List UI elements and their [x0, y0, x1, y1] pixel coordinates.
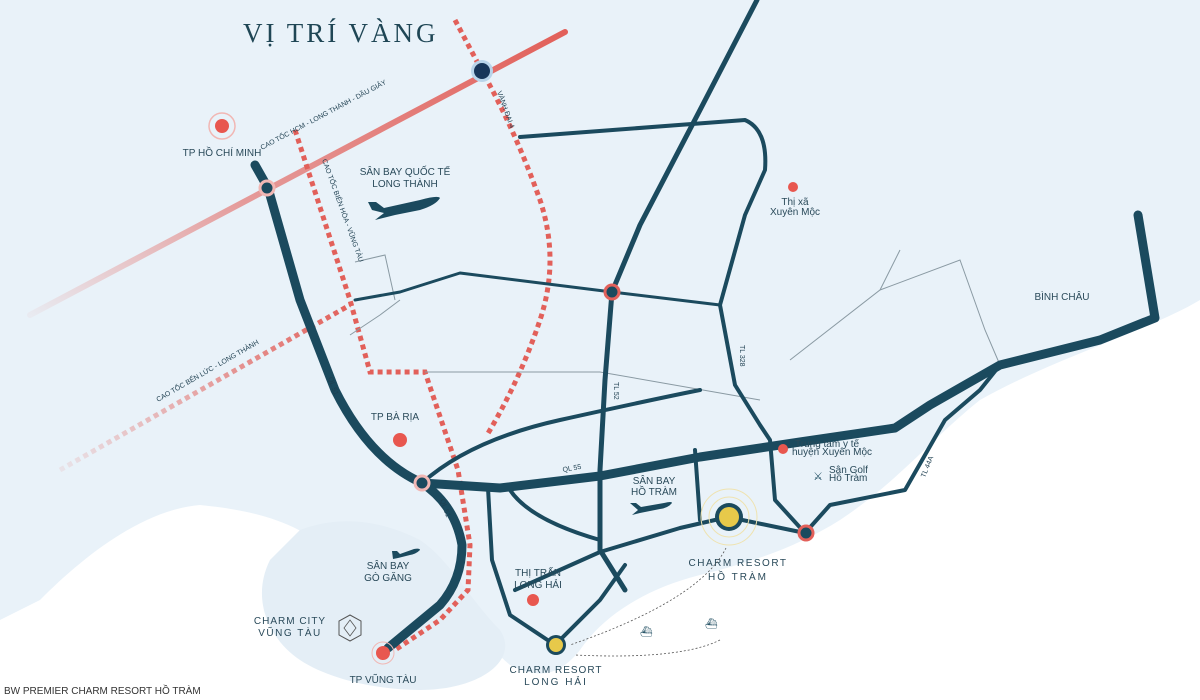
golf-icon: ⚔ [813, 471, 823, 483]
place-golf: ⚔ Sân Golf Hồ Tràm [813, 465, 868, 484]
boat-icon: ⛴ [705, 618, 718, 630]
charm-city-logo-icon [338, 614, 362, 642]
expressway-bienhoa-vungtau [292, 129, 473, 653]
place-long-hai: THỊ TRẤN LONG HẢI [514, 566, 562, 606]
place-hcm: TP HỒ CHÍ MINH [183, 112, 262, 159]
svg-text:SÂN BAY QUỐC TẾ: SÂN BAY QUỐC TẾ [360, 164, 451, 178]
place-charm-resort-longhai: CHARM RESORT LONG HẢI [510, 635, 603, 688]
place-charm-resort-hotram: CHARM RESORT HỒ TRÀM [689, 488, 788, 583]
svg-text:Xuyên Mộc: Xuyên Mộc [770, 207, 820, 218]
road-network [250, 0, 1160, 653]
resort-logo-icon [549, 638, 563, 652]
svg-text:HỒ TRÀM: HỒ TRÀM [708, 570, 768, 583]
boat-icon: ⛴ [640, 626, 653, 638]
sea-route [569, 547, 727, 657]
svg-text:TP VŨNG TÀU: TP VŨNG TÀU [350, 673, 417, 686]
ring-road-4 [452, 18, 553, 437]
svg-text:Hồ Tràm: Hồ Tràm [829, 472, 867, 484]
junction-nodes [258, 60, 815, 542]
place-airport-gogang: SÂN BAY GÒ GĂNG [364, 548, 420, 584]
svg-text:Trung tâm y tế: Trung tâm y tế [795, 438, 860, 450]
svg-text:SÂN BAY: SÂN BAY [633, 474, 676, 487]
svg-text:CHARM RESORT: CHARM RESORT [510, 665, 603, 676]
airplane-icon [392, 548, 420, 559]
svg-text:HỒ TRÀM: HỒ TRÀM [631, 485, 677, 498]
place-ba-ria: TP BÀ RỊA [371, 410, 419, 447]
svg-text:THỊ TRẤN: THỊ TRẤN [515, 566, 561, 579]
svg-text:LONG THÀNH: LONG THÀNH [372, 177, 437, 190]
place-charm-city: CHARM CITY VŨNG TÀU [254, 614, 362, 642]
svg-text:CHARM CITY: CHARM CITY [254, 616, 326, 627]
svg-text:TP BÀ RỊA: TP BÀ RỊA [371, 410, 419, 423]
land-area [0, 0, 1200, 674]
airplane-icon [368, 196, 440, 220]
svg-text:LONG HẢI: LONG HẢI [524, 675, 588, 688]
map-title: VỊ TRÍ VÀNG [243, 18, 439, 48]
svg-text:Sân Golf: Sân Golf [829, 465, 868, 476]
label-ql55: QL 55 [562, 464, 582, 474]
minor-road [349, 249, 1001, 401]
footer-caption: BW PREMIER CHARM RESORT HỒ TRÀM [4, 684, 201, 697]
label-tl328: TL 328 [738, 345, 745, 367]
svg-text:VŨNG TÀU: VŨNG TÀU [258, 626, 322, 639]
place-airport-hotram: SÂN BAY HỒ TRÀM [630, 474, 677, 515]
airplane-icon [630, 502, 672, 515]
place-medical-center: Trung tâm y tế huyện Xuyên Mộc [778, 438, 872, 458]
road-ql51 [250, 160, 467, 653]
svg-text:SÂN BAY: SÂN BAY [367, 559, 410, 572]
svg-text:LONG HẢI: LONG HẢI [514, 578, 562, 591]
road-ql55 [417, 210, 1160, 493]
svg-text:Thị xã: Thị xã [781, 197, 809, 208]
svg-text:huyện Xuyên Mộc: huyện Xuyên Mộc [792, 447, 872, 458]
label-tl52: TL 52 [612, 382, 619, 400]
place-xuyen-moc: Thị xã Xuyên Mộc [770, 182, 820, 218]
svg-text:CHARM RESORT: CHARM RESORT [689, 558, 788, 569]
svg-text:TP HỒ CHÍ MINH: TP HỒ CHÍ MINH [183, 146, 262, 159]
place-airport-longthanh: SÂN BAY QUỐC TẾ LONG THÀNH [360, 164, 451, 220]
place-vung-tau: TP VŨNG TÀU [350, 641, 417, 686]
resort-logo-icon [719, 507, 739, 527]
expressway-benluc-longthanh [58, 302, 352, 473]
svg-text:GÒ GĂNG: GÒ GĂNG [364, 571, 412, 584]
peninsula [261, 521, 506, 690]
place-binh-chau: BÌNH CHÂU [1034, 290, 1089, 303]
